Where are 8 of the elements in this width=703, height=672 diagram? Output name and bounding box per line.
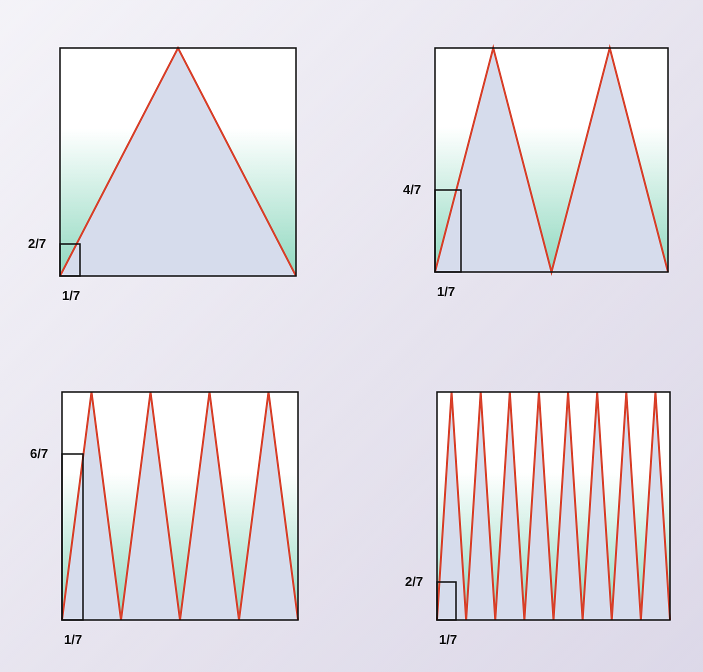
fraction-label: 2/7	[28, 236, 46, 251]
fraction-label: 4/7	[403, 182, 422, 197]
fraction-label: 2/7	[405, 574, 424, 589]
fraction-label: 1/7	[437, 284, 456, 299]
fraction-label: 1/7	[62, 288, 80, 303]
fraction-label: 1/7	[64, 632, 82, 647]
fraction-label: 1/7	[439, 632, 458, 647]
fraction-label: 6/7	[30, 446, 48, 461]
